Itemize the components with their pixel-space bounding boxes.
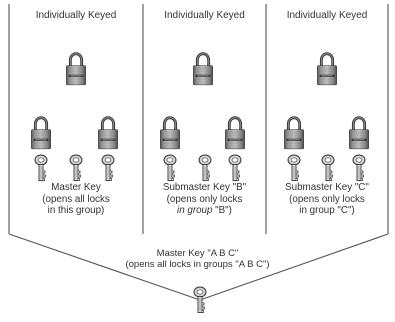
panel-b — [160, 54, 244, 181]
master-caption-line-1: Master Key "A B C" — [156, 248, 239, 259]
key-icon — [163, 154, 177, 181]
key-icon — [287, 154, 301, 181]
key-icon — [34, 154, 48, 181]
caption-line: Master Key — [51, 182, 101, 193]
caption-line: in group "B") — [177, 205, 232, 216]
padlock-icon — [66, 54, 85, 85]
padlock-icon — [193, 54, 212, 85]
frame-lines — [8, 4, 389, 234]
caption-line: (opens only locks — [166, 193, 243, 205]
caption-line: Submaster Key "C" — [285, 182, 369, 193]
key-icon — [101, 154, 115, 181]
panel-c-title: Individually Keyed — [286, 10, 368, 21]
key-icon — [69, 154, 83, 181]
key-icon — [321, 154, 335, 181]
caption-italic-fragment: in group — [177, 205, 213, 216]
padlock-icon — [317, 54, 336, 85]
key-icon — [198, 154, 212, 181]
panel-b-key-caption: Submaster Key "B" (opens only locks in g… — [143, 182, 266, 217]
panel-a-title: Individually Keyed — [35, 10, 117, 21]
padlock-icon — [225, 118, 244, 149]
padlock-icon — [31, 118, 50, 149]
master-key-caption: Master Key "A B C" (opens all locks in g… — [0, 248, 395, 270]
key-icon — [352, 154, 366, 181]
padlock-icon — [284, 118, 303, 149]
master-key-icon — [193, 286, 207, 313]
panel-c-key-caption: Submaster Key "C" (opens only locks in g… — [266, 182, 388, 217]
master-bracket — [8, 233, 389, 301]
bracket-right-line — [199, 233, 389, 301]
master-caption-line-2: (opens all locks in groups "A B C") — [125, 259, 270, 270]
padlock-icon — [349, 118, 368, 149]
bracket-left-line — [8, 233, 201, 301]
caption-line: (opens only locks — [289, 193, 365, 205]
caption-line: Submaster Key "B" — [162, 182, 247, 193]
panel-c — [284, 54, 368, 181]
caption-line: (opens all locks — [42, 193, 110, 205]
caption-line: in this group) — [47, 205, 105, 216]
padlock-icon — [98, 118, 117, 149]
caption-line: in group "C") — [299, 205, 355, 216]
padlock-icon — [160, 118, 179, 149]
panel-a — [31, 54, 117, 181]
panel-b-title: Individually Keyed — [164, 10, 245, 21]
key-icon — [228, 154, 242, 181]
panel-a-key-caption: Master Key (opens all locks in this grou… — [9, 182, 143, 217]
